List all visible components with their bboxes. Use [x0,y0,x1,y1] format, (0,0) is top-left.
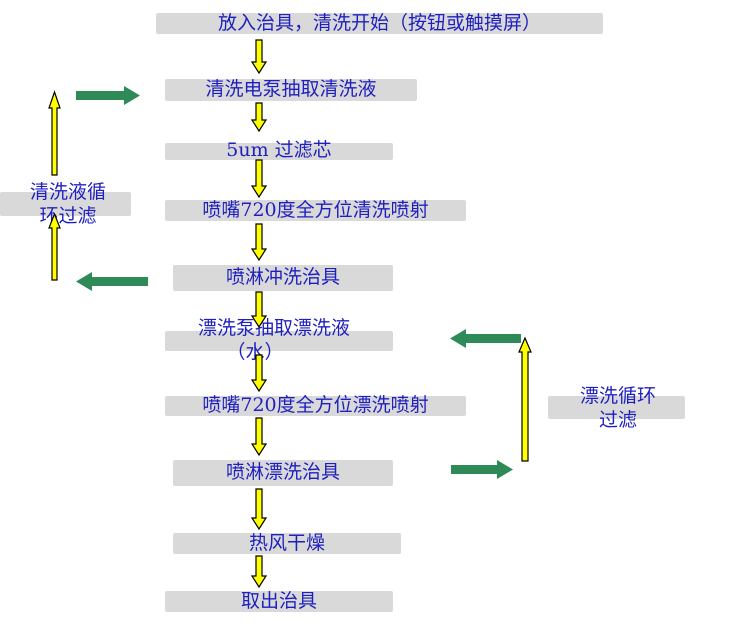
loop-box-rinse [548,396,685,419]
step-label-shower-rinse: 喷淋漂洗治具 [225,461,340,483]
step-box-spray-rinse: 喷嘴720度全方位漂洗喷射 [165,394,466,416]
down-arrow-7 [250,417,268,457]
wash-loop-up-arrow-upper [48,90,61,176]
step-box-pump-wash: 清洗电泵抽取清洗液 [165,79,417,101]
down-arrows [250,39,268,589]
step-box-dry: 热风干燥 [173,533,401,554]
step-label-shower-wash: 喷淋冲洗治具 [225,266,340,288]
wash-loop-left-arrow [76,272,148,291]
step-box-shower-wash: 喷淋冲洗治具 [173,265,393,291]
loop-box-wash [0,192,131,216]
step-label-water: （水） [226,341,284,363]
down-arrow-1 [250,39,268,75]
down-arrow-9 [250,555,268,589]
step-label-filter: 5um 过滤芯 [226,139,332,161]
step-label-spray-rinse: 喷嘴720度全方位漂洗喷射 [202,394,429,416]
down-arrow-8 [250,488,268,531]
step-box-spray-wash: 喷嘴720度全方位清洗喷射 [165,200,466,221]
step-box-filter: 5um 过滤芯 [165,139,393,161]
side-arrows [76,86,521,479]
wash-loop-up-arrow-lower [48,212,61,281]
down-arrow-6 [250,354,268,393]
step-box-start: 放入治具，清洗开始（按钮或触摸屏） [156,13,603,34]
up-arrows [48,90,532,462]
step-label-pump-wash: 清洗电泵抽取清洗液 [205,78,377,100]
down-arrow-4 [250,223,268,262]
down-arrow-2 [250,102,268,133]
step-label-pump-rinse: 漂洗泵抽取漂洗液 [197,317,350,339]
step-label-dry: 热风干燥 [248,532,325,554]
loop-label-rinse-line2: 过滤 [598,409,637,431]
down-arrow-3 [250,159,268,199]
wash-loop-right-arrow [76,86,140,105]
rinse-loop-right-arrow [451,460,513,479]
step-box-shower-rinse: 喷淋漂洗治具 [173,460,393,486]
step-label-remove: 取出治具 [240,590,317,612]
rinse-loop-up-arrow [518,336,532,462]
down-arrow-5 [250,291,268,329]
step-box-pump-rinse: 漂洗泵抽取漂洗液 （水） [165,318,393,362]
loop-label-rinse-line1: 漂洗循环 [579,385,656,407]
step-box-remove: 取出治具 [165,591,393,612]
rinse-loop-left-arrow [450,329,521,348]
step-label-start: 放入治具，清洗开始（按钮或触摸屏） [217,12,541,34]
loop-label-wash-line1: 清洗液循 [29,181,106,203]
loop-label-rinse: 漂洗循环 过滤 [570,384,666,432]
step-label-spray-wash: 喷嘴720度全方位清洗喷射 [202,199,429,221]
